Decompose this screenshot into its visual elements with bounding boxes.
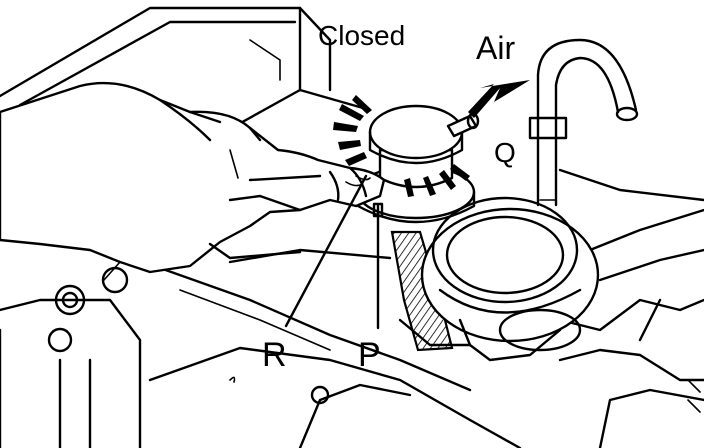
hand-illustration (0, 81, 386, 281)
label-air: Air (476, 30, 516, 66)
label-r: R (262, 336, 287, 374)
leader-lines (284, 174, 384, 330)
vacuum-hose (528, 38, 639, 207)
radiating-lines-icon (333, 95, 470, 197)
canister-q (420, 196, 600, 362)
valve-bracket (390, 230, 454, 352)
valve-assembly (356, 104, 480, 224)
label-q: Q (494, 137, 516, 168)
label-p: P (358, 336, 381, 374)
arrow-down-left-icon (468, 80, 530, 118)
label-closed: Closed (318, 20, 406, 51)
